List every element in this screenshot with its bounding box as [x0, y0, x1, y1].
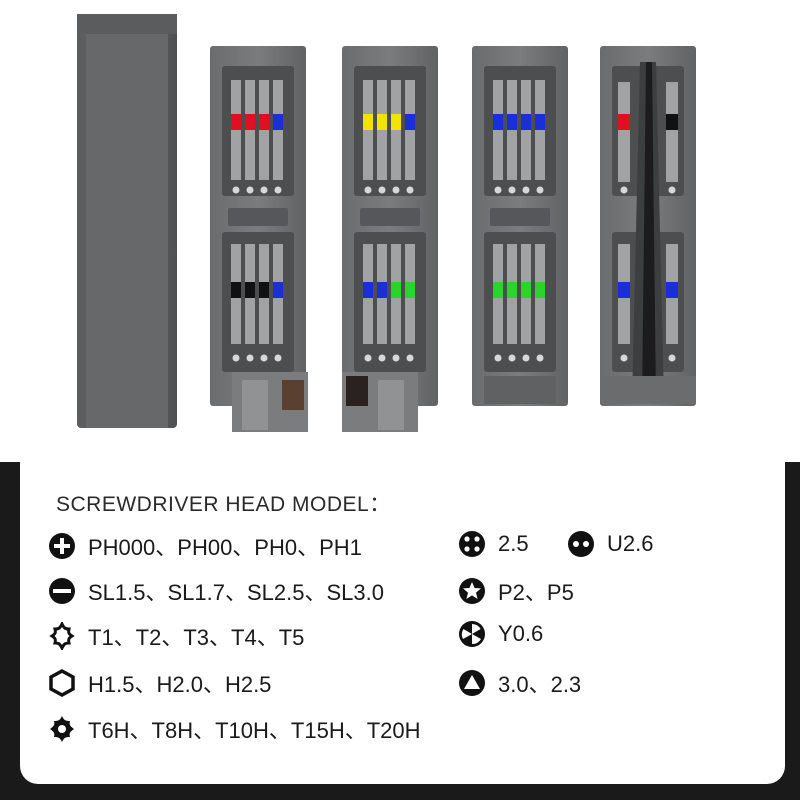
model-row-triangle: 3.0、2.3 [458, 667, 581, 699]
hex-icon [49, 669, 75, 697]
bit-case-3 [472, 46, 568, 406]
four-dot-icon [459, 531, 485, 557]
torx-icon [49, 622, 75, 650]
panel-title: SCREWDRIVER HEAD MODEL： [56, 493, 391, 516]
torx-security-icon [50, 716, 74, 742]
model-text-two-dot: U2.6 [607, 531, 654, 556]
model-text-slotted: SL1.5、SL1.7、SL2.5、SL3.0 [88, 580, 384, 605]
slotted-icon [49, 578, 75, 604]
model-row-two-dot: U2.6 [567, 530, 653, 558]
model-text-pentalobe: P2、P5 [498, 580, 574, 605]
bit-case-1 [210, 46, 308, 432]
model-row-torx-security: T6H、T8H、T10H、T15H、T20H [48, 713, 421, 745]
model-text-tri-wing: Y0.6 [498, 621, 544, 646]
model-text-four-dot: 2.5 [498, 531, 529, 556]
two-dot-icon [568, 531, 594, 557]
triangle-icon [459, 670, 485, 696]
model-text-torx: T1、T2、T3、T4、T5 [88, 625, 305, 650]
info-card [20, 462, 785, 784]
model-text-torx-security: T6H、T8H、T10H、T15H、T20H [88, 718, 421, 743]
model-row-torx: T1、T2、T3、T4、T5 [48, 620, 304, 652]
screwdriver-handle [77, 14, 177, 428]
model-row-slotted: SL1.5、SL1.7、SL2.5、SL3.0 [48, 575, 384, 607]
bit-case-4 [600, 46, 696, 406]
model-row-phillips: PH000、PH00、PH0、PH1 [48, 530, 362, 562]
model-text-triangle: 3.0、2.3 [498, 672, 582, 697]
model-row-hex: H1.5、H2.0、H2.5 [48, 667, 271, 699]
model-text-hex: H1.5、H2.0、H2.5 [88, 672, 272, 697]
model-text-phillips: PH000、PH00、PH0、PH1 [88, 535, 362, 560]
bit-case-2 [342, 46, 438, 432]
model-row-pentalobe: P2、P5 [458, 575, 574, 607]
tri-wing-icon [459, 621, 485, 647]
info-panel [0, 462, 800, 800]
pentalobe-icon [459, 578, 485, 604]
phillips-icon [49, 533, 75, 559]
product-photo [77, 14, 696, 432]
model-row-four-dot: 2.5 [458, 530, 529, 558]
model-row-tri-wing: Y0.6 [458, 620, 543, 648]
